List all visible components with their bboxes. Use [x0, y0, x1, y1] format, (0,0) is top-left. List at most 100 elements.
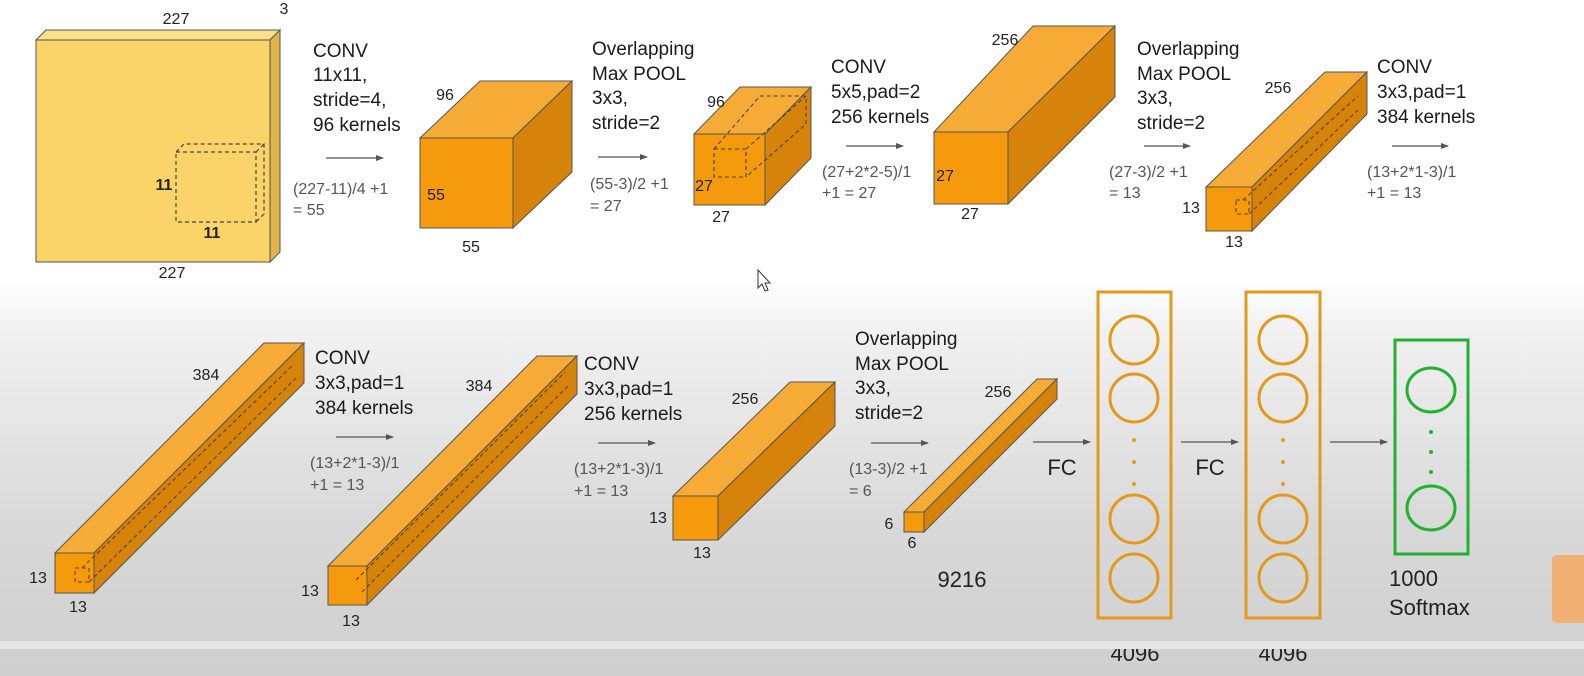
conv2-calc-line-1: (27+2*2-5)/1 — [822, 164, 911, 181]
softmax-neuron — [1405, 366, 1457, 414]
input-depth-label: 3 — [280, 1, 289, 18]
conv5-operation: CONV 3x3,pad=1 256 kernels (13+2*1-3)/1 … — [574, 354, 682, 500]
conv4-output-volume: 384 13 13 — [301, 354, 579, 630]
pool3-front-face — [903, 511, 925, 533]
input-width-label: 227 — [163, 11, 190, 28]
pool1-front-face — [693, 133, 766, 206]
conv1-output-volume: 96 55 55 — [418, 79, 574, 256]
conv4-height-label: 13 — [301, 583, 319, 600]
fc1-box — [1096, 290, 1173, 620]
conv1-op-line-2: 11x11, — [313, 65, 367, 86]
pool1-kernel-window — [713, 95, 807, 178]
input-front-face — [35, 39, 271, 263]
conv2-front-face — [933, 131, 1009, 205]
fc2-neuron — [1257, 552, 1309, 604]
softmax-ellipsis — [1429, 430, 1433, 474]
input-kernel-width-label: 11 — [204, 225, 221, 242]
conv2-operation: CONV 5x5,pad=2 256 kernels (27+2*2-5)/1 … — [822, 57, 929, 202]
input-kernel-height-label: 11 — [156, 177, 173, 194]
video-progress-bar[interactable] — [0, 641, 1584, 649]
fc-layers: FC 4096 FC 4096 — [1033, 290, 1470, 666]
fc1-layer: 4096 — [1096, 290, 1173, 666]
pool2-calc-line-1: (27-3)/2 +1 — [1109, 164, 1188, 181]
conv1-height-label: 55 — [427, 187, 445, 204]
conv4-op-line-1: CONV — [315, 348, 370, 369]
pool2-width-label: 13 — [1225, 234, 1243, 251]
pool3-width-label: 6 — [908, 535, 917, 552]
conv2-height-label: 27 — [936, 168, 954, 185]
conv3-top-face — [53, 342, 306, 554]
pool1-calc-line-1: (55-3)/2 +1 — [590, 176, 669, 193]
conv4-op-line-3: 384 kernels — [315, 398, 413, 419]
pool2-output-volume: 256 13 13 — [1182, 70, 1369, 251]
fc2-neuron — [1257, 493, 1309, 545]
fc2-neuron — [1257, 314, 1309, 366]
conv4-kernel-window — [355, 371, 571, 593]
pool3-output-volume: 256 6 6 9216 — [885, 377, 1059, 592]
conv5-calc-line-1: (13+2*1-3)/1 — [574, 461, 663, 478]
pool1-output-volume: 96 27 27 — [692, 85, 813, 226]
fc1-ellipsis — [1132, 438, 1136, 486]
pool1-op-line-4: stride=2 — [592, 113, 660, 134]
flattened-size-label: 9216 — [938, 567, 987, 592]
input-height-label: 227 — [159, 265, 186, 282]
conv5-op-line-3: 256 kernels — [584, 404, 682, 425]
conv2-calc-line-2: +1 = 27 — [822, 185, 876, 202]
conv2-width-label: 27 — [961, 206, 979, 223]
softmax-name-label: Softmax — [1389, 595, 1470, 620]
pool2-op-line-1: Overlapping — [1137, 39, 1239, 60]
conv4-front-face — [327, 565, 368, 606]
input-kernel-window — [175, 143, 265, 223]
pool3-op-line-2: Max POOL — [855, 354, 949, 375]
fc1-neuron — [1108, 552, 1160, 604]
pool2-operation: Overlapping Max POOL 3x3, stride=2 (27-3… — [1109, 39, 1239, 202]
conv3-op-line-3: 384 kernels — [1377, 107, 1475, 128]
pool3-calc-line-2: = 6 — [849, 483, 872, 500]
pool2-front-face — [1205, 186, 1253, 232]
conv3-op-line-2: 3x3,pad=1 — [1377, 82, 1466, 103]
pool3-calc-line-1: (13-3)/2 +1 — [849, 461, 928, 478]
pool1-operation: Overlapping Max POOL 3x3, stride=2 (55-3… — [590, 39, 694, 215]
pool2-kernel-window — [1235, 95, 1359, 215]
pool2-calc-line-2: = 13 — [1109, 185, 1141, 202]
next-video-button[interactable] — [1552, 555, 1584, 623]
pool3-side-face — [923, 377, 1058, 534]
pool1-op-line-1: Overlapping — [592, 39, 694, 60]
conv3-calc-line-1: (13+2*1-3)/1 — [1367, 164, 1456, 181]
conv1-op-line-4: 96 kernels — [313, 115, 401, 136]
pool1-width-label: 27 — [712, 209, 730, 226]
conv2-op-line-3: 256 kernels — [831, 107, 929, 128]
conv3-output-volume: 384 13 13 — [29, 341, 306, 616]
pool2-op-line-4: stride=2 — [1137, 113, 1205, 134]
softmax-units-label: 1000 — [1389, 566, 1438, 591]
pool3-operation: Overlapping Max POOL 3x3, stride=2 (13-3… — [849, 329, 957, 500]
fc2-label: FC — [1195, 455, 1224, 480]
conv2-op-line-1: CONV — [831, 57, 886, 78]
conv3-calc-line-2: +1 = 13 — [1367, 185, 1421, 202]
conv3-operation: CONV 3x3,pad=1 384 kernels (13+2*1-3)/1 … — [1367, 57, 1475, 202]
conv1-operation: CONV 11x11, stride=4, 96 kernels (227-11… — [293, 41, 401, 219]
pool1-calc-line-2: = 27 — [590, 198, 622, 215]
pool3-op-line-4: stride=2 — [855, 403, 923, 424]
pool1-op-line-3: 3x3, — [592, 88, 628, 109]
input-side-face — [269, 28, 281, 264]
pool3-top-face — [902, 378, 1059, 513]
pool2-op-line-2: Max POOL — [1137, 64, 1231, 85]
softmax-layer: 1000 Softmax — [1389, 338, 1470, 620]
conv5-width-label: 13 — [693, 545, 711, 562]
conv4-calc-line-1: (13+2*1-3)/1 — [310, 455, 399, 472]
conv5-output-volume: 256 13 13 — [649, 380, 837, 562]
conv4-calc-line-2: +1 = 13 — [310, 477, 364, 494]
conv3-depth-label: 384 — [193, 367, 220, 384]
pool3-height-label: 6 — [885, 516, 894, 533]
fc1-neuron — [1108, 493, 1160, 545]
fc1-label: FC — [1047, 455, 1076, 480]
pool1-depth-label: 96 — [707, 94, 725, 111]
conv1-depth-label: 96 — [436, 87, 454, 104]
conv2-depth-label: 256 — [992, 32, 1019, 49]
pool2-op-line-3: 3x3, — [1137, 88, 1173, 109]
conv2-output-volume: 256 27 27 — [932, 24, 1117, 223]
conv4-width-label: 13 — [342, 613, 360, 630]
input-volume: 227 3 227 11 11 — [34, 1, 289, 282]
